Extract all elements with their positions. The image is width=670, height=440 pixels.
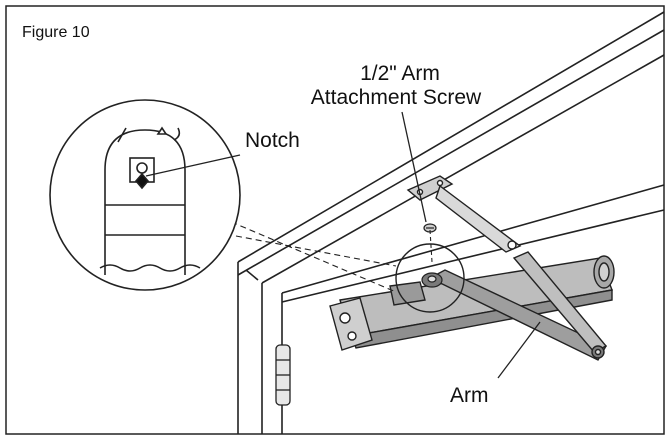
guide-lines [221, 217, 433, 293]
screw-label-line1: 1/2" Arm [360, 62, 440, 85]
arm-screw [421, 223, 443, 288]
arm-label: Arm [450, 384, 489, 407]
arm-bracket [406, 175, 522, 253]
hinge [275, 344, 291, 406]
door-jamb [237, 262, 283, 434]
main-arm [428, 251, 608, 361]
notch-detail-callout [49, 99, 241, 291]
screw-label-line2: Attachment Screw [311, 86, 482, 109]
figure-title: Figure 10 [22, 24, 90, 41]
door-frame-header [237, 11, 665, 303]
notch-label: Notch [245, 129, 300, 152]
leader-lines [145, 111, 541, 379]
pinion-zoom-ring [395, 243, 465, 313]
figure-border [5, 5, 665, 435]
